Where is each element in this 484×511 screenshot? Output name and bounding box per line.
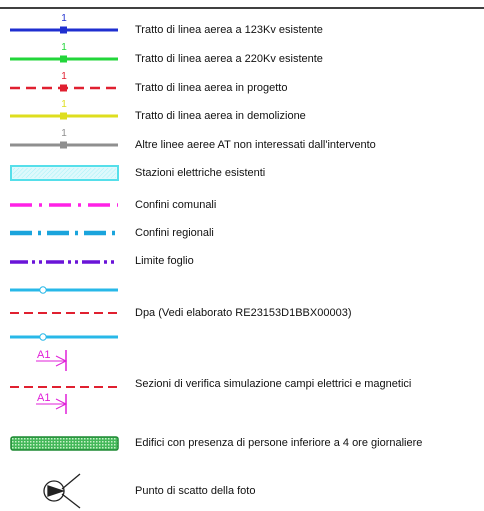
- symbol-line-123kv: 1: [10, 13, 118, 34]
- symbol-stazioni: [10, 165, 119, 181]
- label-line-123kv: Tratto di linea aerea a 123Kv esistente: [135, 24, 323, 36]
- label-limite-foglio: Limite foglio: [135, 255, 194, 267]
- label-confini-regionali: Confini regionali: [135, 227, 214, 239]
- label-punto-scatto: Punto di scatto della foto: [135, 485, 256, 497]
- marker-progetto: 1: [61, 71, 67, 82]
- label-stazioni: Stazioni elettriche esistenti: [135, 167, 266, 179]
- marker-sezioni-bottom: A1: [37, 392, 50, 404]
- marker-123kv: 1: [61, 13, 67, 24]
- label-edifici: Edifici con presenza di persone inferior…: [135, 437, 423, 449]
- label-sezioni: Sezioni di verifica simulazione campi el…: [135, 378, 412, 390]
- label-dpa: Dpa (Vedi elaborato RE23153D1BBX00003): [135, 307, 352, 319]
- marker-demolizione: 1: [61, 99, 67, 110]
- label-line-demolizione: Tratto di linea aerea in demolizione: [135, 110, 306, 122]
- label-line-220kv: Tratto di linea aerea a 220Kv esistente: [135, 53, 323, 65]
- symbol-line-demolizione: 1: [10, 99, 118, 120]
- symbol-line-progetto: 1: [10, 71, 118, 92]
- symbol-dpa: [10, 286, 118, 341]
- label-line-altre-at: Altre linee aeree AT non interessati dal…: [135, 139, 376, 151]
- label-line-progetto: Tratto di linea aerea in progetto: [135, 82, 288, 94]
- label-confini-comunali: Confini comunali: [135, 199, 217, 211]
- symbol-line-altre-at: 1: [10, 128, 118, 149]
- marker-220kv: 1: [61, 42, 67, 53]
- symbol-edifici: [10, 436, 119, 451]
- marker-altre-at: 1: [61, 128, 67, 139]
- symbol-line-220kv: 1: [10, 42, 118, 63]
- symbol-punto-scatto: [43, 473, 81, 509]
- marker-sezioni-top: A1: [37, 349, 50, 361]
- symbol-sezioni: A1 A1: [10, 349, 118, 414]
